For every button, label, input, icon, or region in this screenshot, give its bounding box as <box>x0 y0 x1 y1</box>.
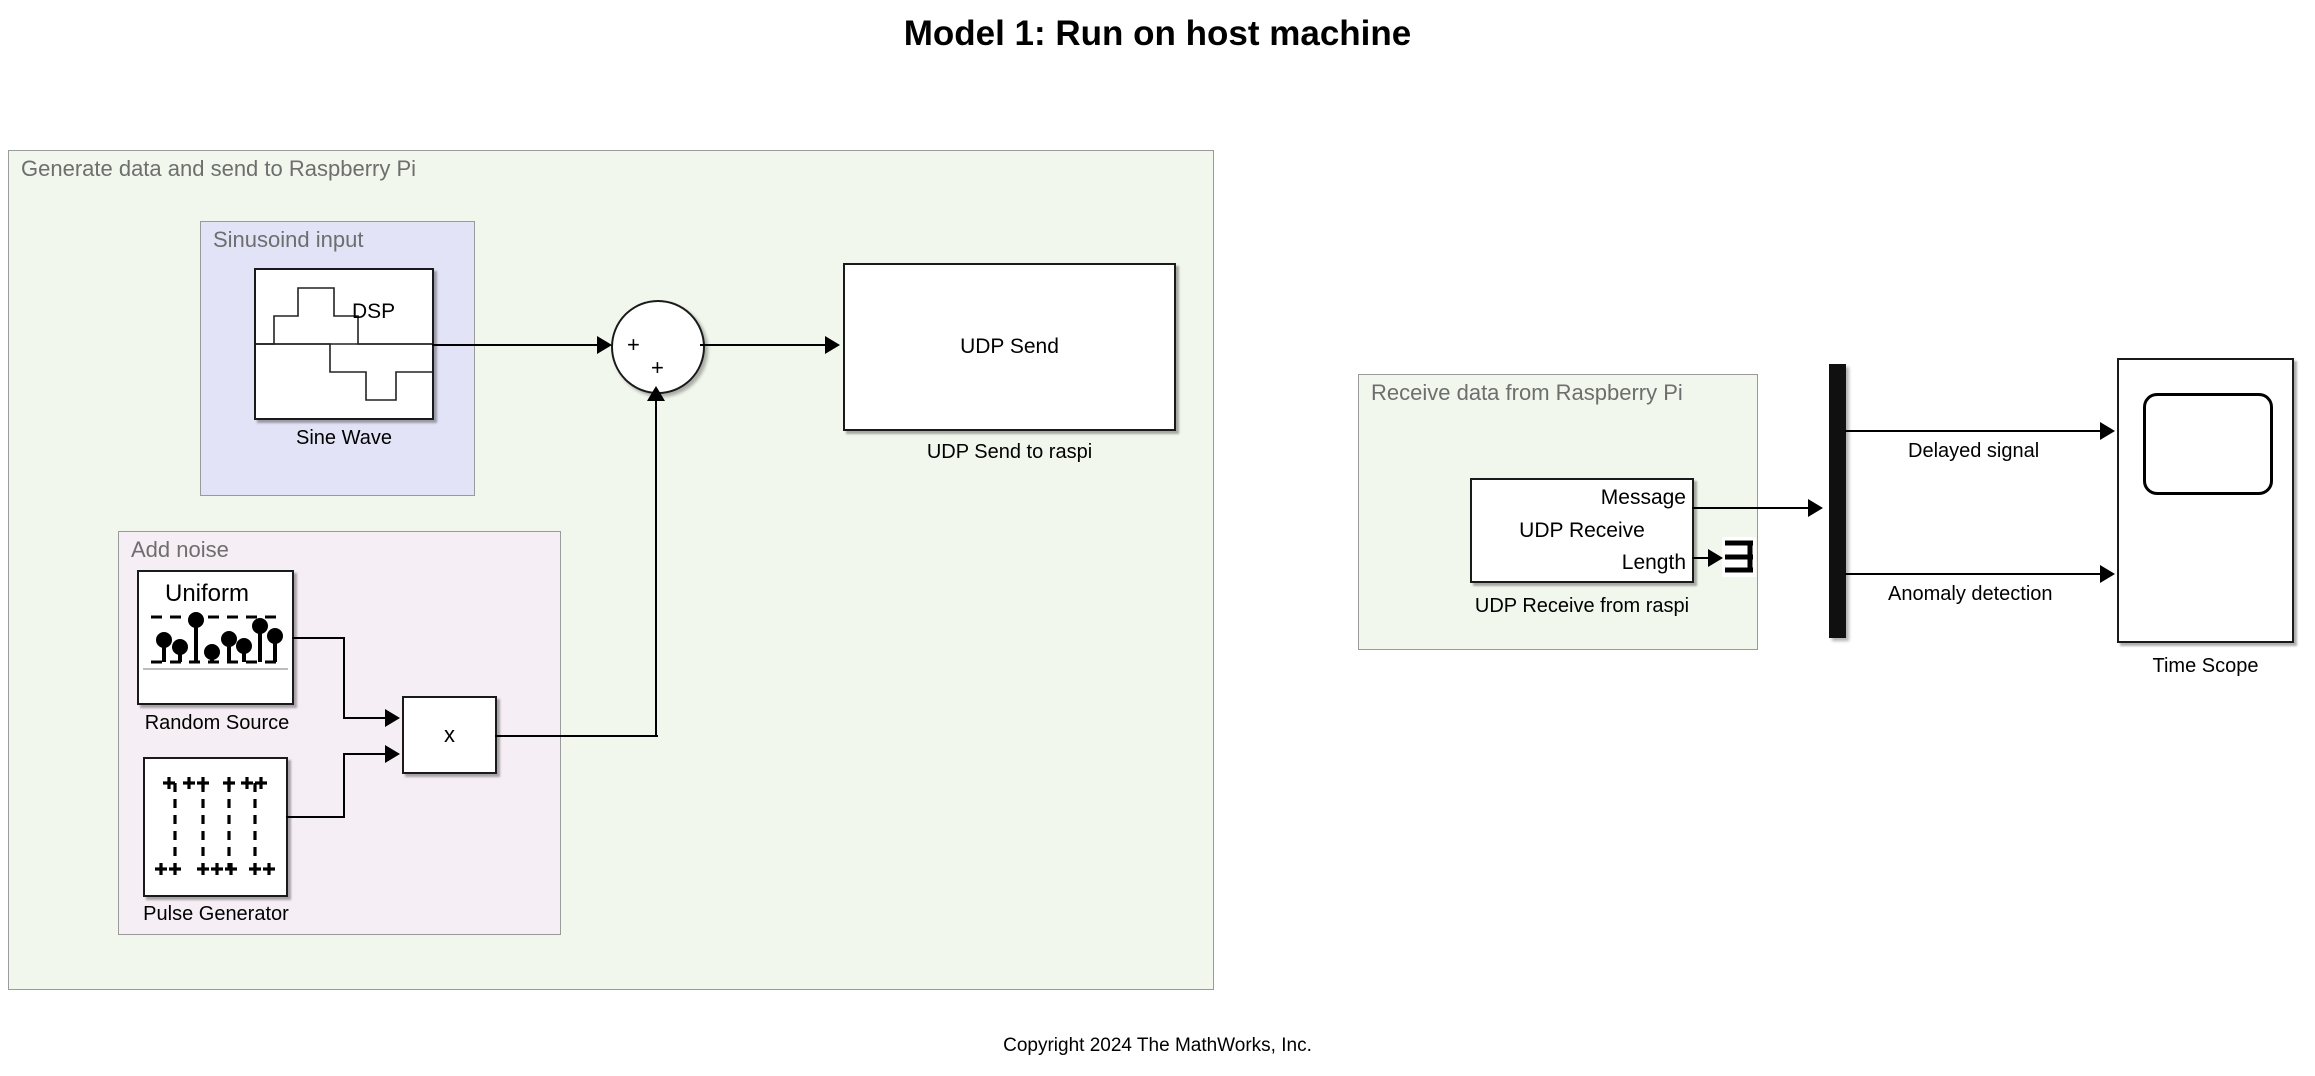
block-udp-receive-label: UDP Receive from raspi <box>1474 595 1690 617</box>
pulse-generator-icon <box>155 777 275 875</box>
block-sine-wave-label: Sine Wave <box>296 427 392 449</box>
block-sine-wave[interactable]: DSP <box>254 268 434 420</box>
wire-pulse-to-product <box>343 753 386 755</box>
block-random-source[interactable]: Uniform <box>137 570 294 705</box>
wire-random-to-product <box>343 717 386 719</box>
udp-receive-port-length: Length <box>1621 551 1686 574</box>
wire-sum-to-udp-send <box>700 344 826 346</box>
area-generate-data-label: Generate data and send to Raspberry Pi <box>21 156 417 181</box>
wire-random-down <box>343 637 345 718</box>
time-scope-screen <box>2143 393 2273 495</box>
copyright-text: Copyright 2024 The MathWorks, Inc. <box>1003 1035 1312 1056</box>
arrow-udp-length-to-terminator <box>1708 549 1723 567</box>
sum-sign-bottom: + <box>651 355 664 380</box>
wire-udp-message-to-demux <box>1692 507 1809 509</box>
arrow-sum-to-udp-send <box>825 336 840 354</box>
sine-wave-dsp-text: DSP <box>352 300 396 323</box>
area-add-noise-label: Add noise <box>131 537 229 562</box>
signal-label-anomaly: Anomaly detection <box>1888 583 2053 605</box>
block-sum[interactable]: + + <box>611 300 705 394</box>
arrow-random-to-product <box>385 709 400 727</box>
product-x-text: x <box>444 722 455 747</box>
sum-sign-left: + <box>627 332 640 357</box>
wire-product-out <box>495 735 658 737</box>
arrow-demux-anomaly <box>2100 565 2115 583</box>
arrow-sine-to-sum <box>597 336 612 354</box>
wire-demux-anomaly <box>1845 573 2107 575</box>
block-udp-send[interactable]: UDP Send <box>843 263 1176 431</box>
wire-demux-delayed <box>1845 430 2107 432</box>
random-source-uniform-text: Uniform <box>165 580 250 607</box>
block-udp-send-label: UDP Send to raspi <box>926 441 1093 463</box>
block-terminator[interactable] <box>1722 537 1756 582</box>
terminator-icon <box>1722 537 1756 577</box>
wire-product-up-to-sum <box>655 399 657 736</box>
udp-receive-port-message: Message <box>1600 486 1686 509</box>
block-random-source-label: Random Source <box>144 712 290 734</box>
signal-label-delayed: Delayed signal <box>1908 440 2040 462</box>
wire-sine-to-sum <box>432 344 600 346</box>
wire-pulse-up <box>343 753 345 818</box>
block-pulse-generator[interactable] <box>143 757 288 897</box>
sine-wave-stepped-icon <box>256 287 432 401</box>
block-time-scope-label: Time Scope <box>2152 655 2259 677</box>
area-sinusoid-input-label: Sinusoind input <box>213 227 364 252</box>
wire-pulse-out <box>286 816 344 818</box>
arrow-product-to-sum <box>647 386 665 401</box>
random-source-stem-plot-icon <box>143 612 288 670</box>
block-time-scope[interactable] <box>2117 358 2294 643</box>
udp-receive-icon-text: UDP Receive <box>1519 518 1645 542</box>
arrow-pulse-to-product <box>385 745 400 763</box>
arrow-udp-message-to-demux <box>1808 499 1823 517</box>
area-receive-data-label: Receive data from Raspberry Pi <box>1371 380 1683 405</box>
wire-random-out <box>292 637 344 639</box>
block-pulse-generator-label: Pulse Generator <box>143 903 289 925</box>
block-demux[interactable] <box>1829 364 1846 638</box>
udp-send-icon-text: UDP Send <box>960 335 1059 358</box>
page-title: Model 1: Run on host machine <box>903 14 1412 53</box>
block-udp-receive[interactable]: Message UDP Receive Length <box>1470 478 1694 583</box>
block-product[interactable]: x <box>402 696 497 774</box>
arrow-demux-delayed <box>2100 422 2115 440</box>
wire-udp-length-to-terminator <box>1692 557 1710 559</box>
